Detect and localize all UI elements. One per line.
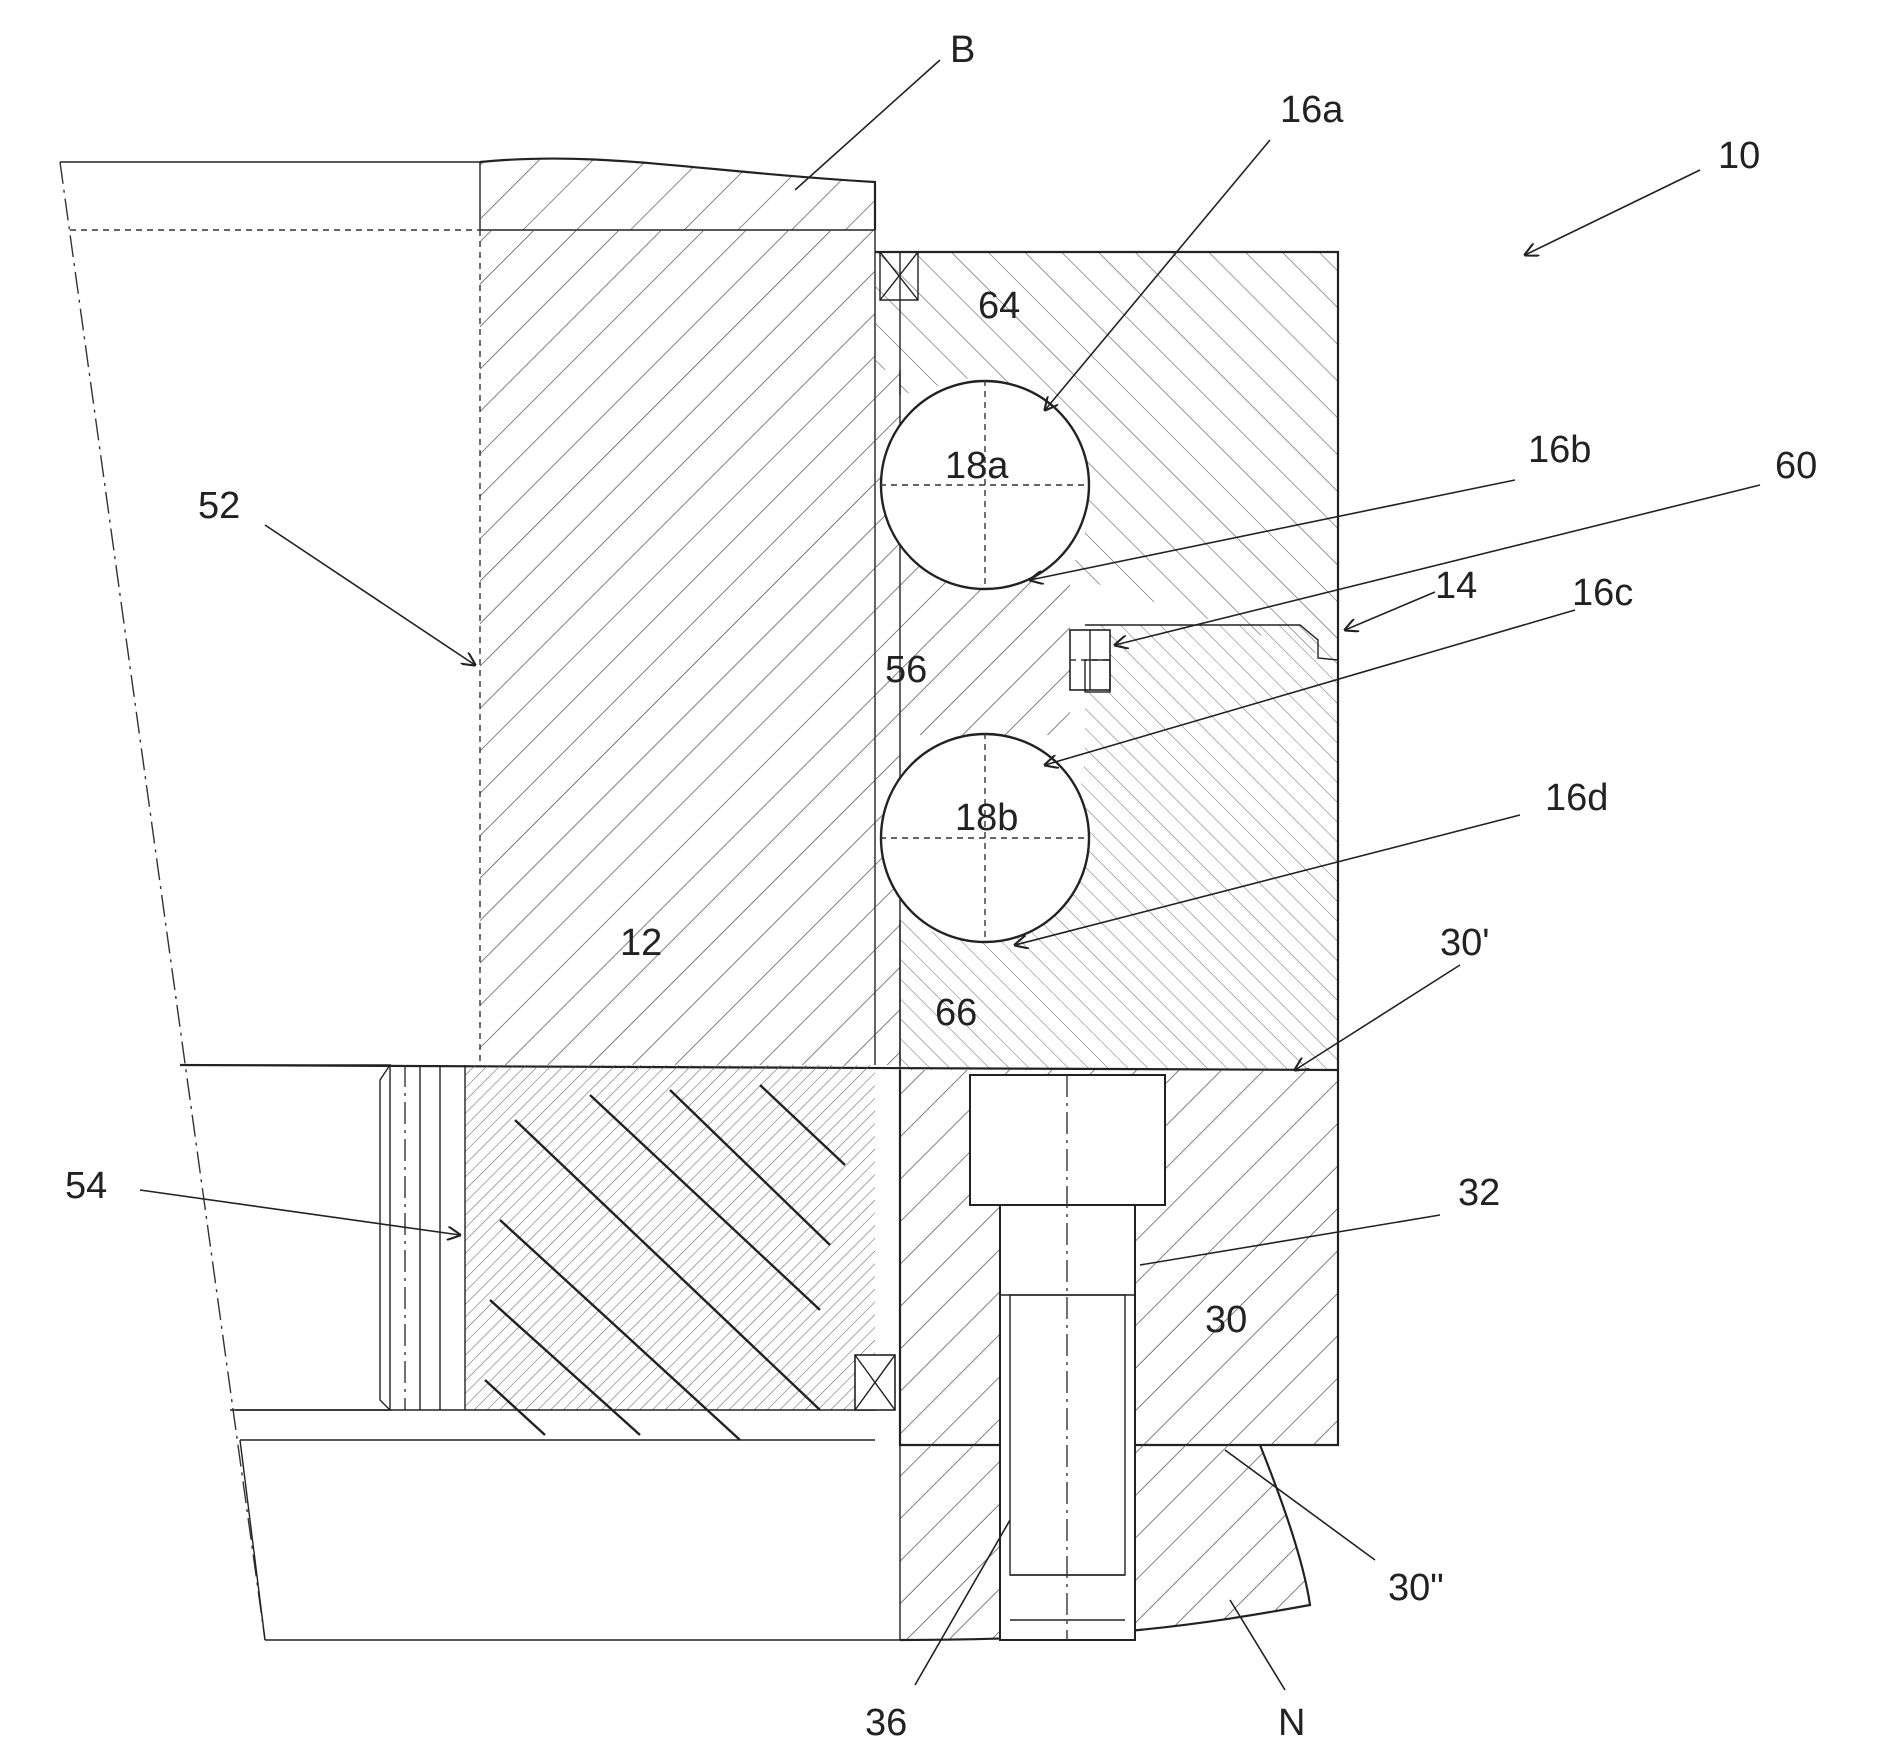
label-30-double-prime: 30" (1388, 1567, 1444, 1609)
spacer-60 (1070, 630, 1110, 692)
label-32: 32 (1458, 1172, 1500, 1214)
part-b (480, 159, 875, 230)
label-52: 52 (198, 485, 240, 527)
label-64: 64 (978, 285, 1020, 327)
label-18a: 18a (945, 445, 1009, 487)
label-54: 54 (65, 1165, 107, 1207)
label-30-prime: 30' (1440, 922, 1490, 964)
bolt-32 (970, 1075, 1165, 1640)
left-housing (60, 162, 480, 1640)
label-14: 14 (1435, 565, 1477, 607)
label-n: N (1278, 1702, 1305, 1740)
label-16a: 16a (1280, 89, 1344, 131)
label-30: 30 (1205, 1299, 1247, 1341)
label-66: 66 (935, 992, 977, 1034)
label-56: 56 (885, 649, 927, 691)
label-60: 60 (1775, 445, 1817, 487)
label-16d: 16d (1545, 777, 1608, 819)
label-18b: 18b (955, 797, 1018, 839)
label-10: 10 (1718, 135, 1760, 177)
inner-ring-12 (480, 230, 875, 1065)
label-16b: 16b (1528, 429, 1591, 471)
label-12: 12 (620, 922, 662, 964)
label-16c: 16c (1572, 572, 1633, 614)
label-b: B (950, 29, 975, 71)
label-36: 36 (865, 1702, 907, 1740)
lower-block-54 (465, 1065, 895, 1440)
